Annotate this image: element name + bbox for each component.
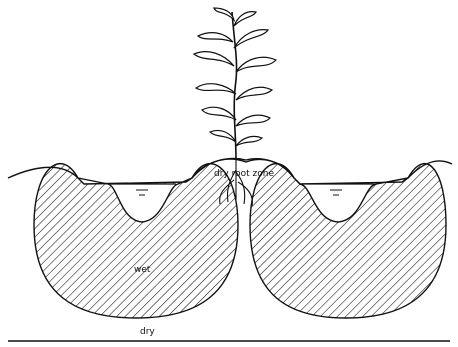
leaf (194, 52, 234, 66)
leaf (214, 8, 234, 20)
leaf (236, 136, 262, 146)
leaf (198, 33, 233, 42)
leaf (236, 115, 270, 126)
leaf (234, 30, 268, 48)
wet-bulb-right (245, 150, 455, 322)
wet-bulb-left (30, 150, 245, 322)
leaf (196, 84, 236, 94)
leaf (202, 107, 236, 120)
wet-label: wet (134, 265, 151, 275)
plant (194, 8, 276, 160)
leaf (236, 87, 272, 100)
dry-label: dry (140, 327, 155, 337)
leaf (234, 12, 256, 26)
leaf (210, 130, 236, 142)
leaf (236, 57, 276, 72)
dry-root-zone-label: dry root zone (214, 169, 274, 179)
